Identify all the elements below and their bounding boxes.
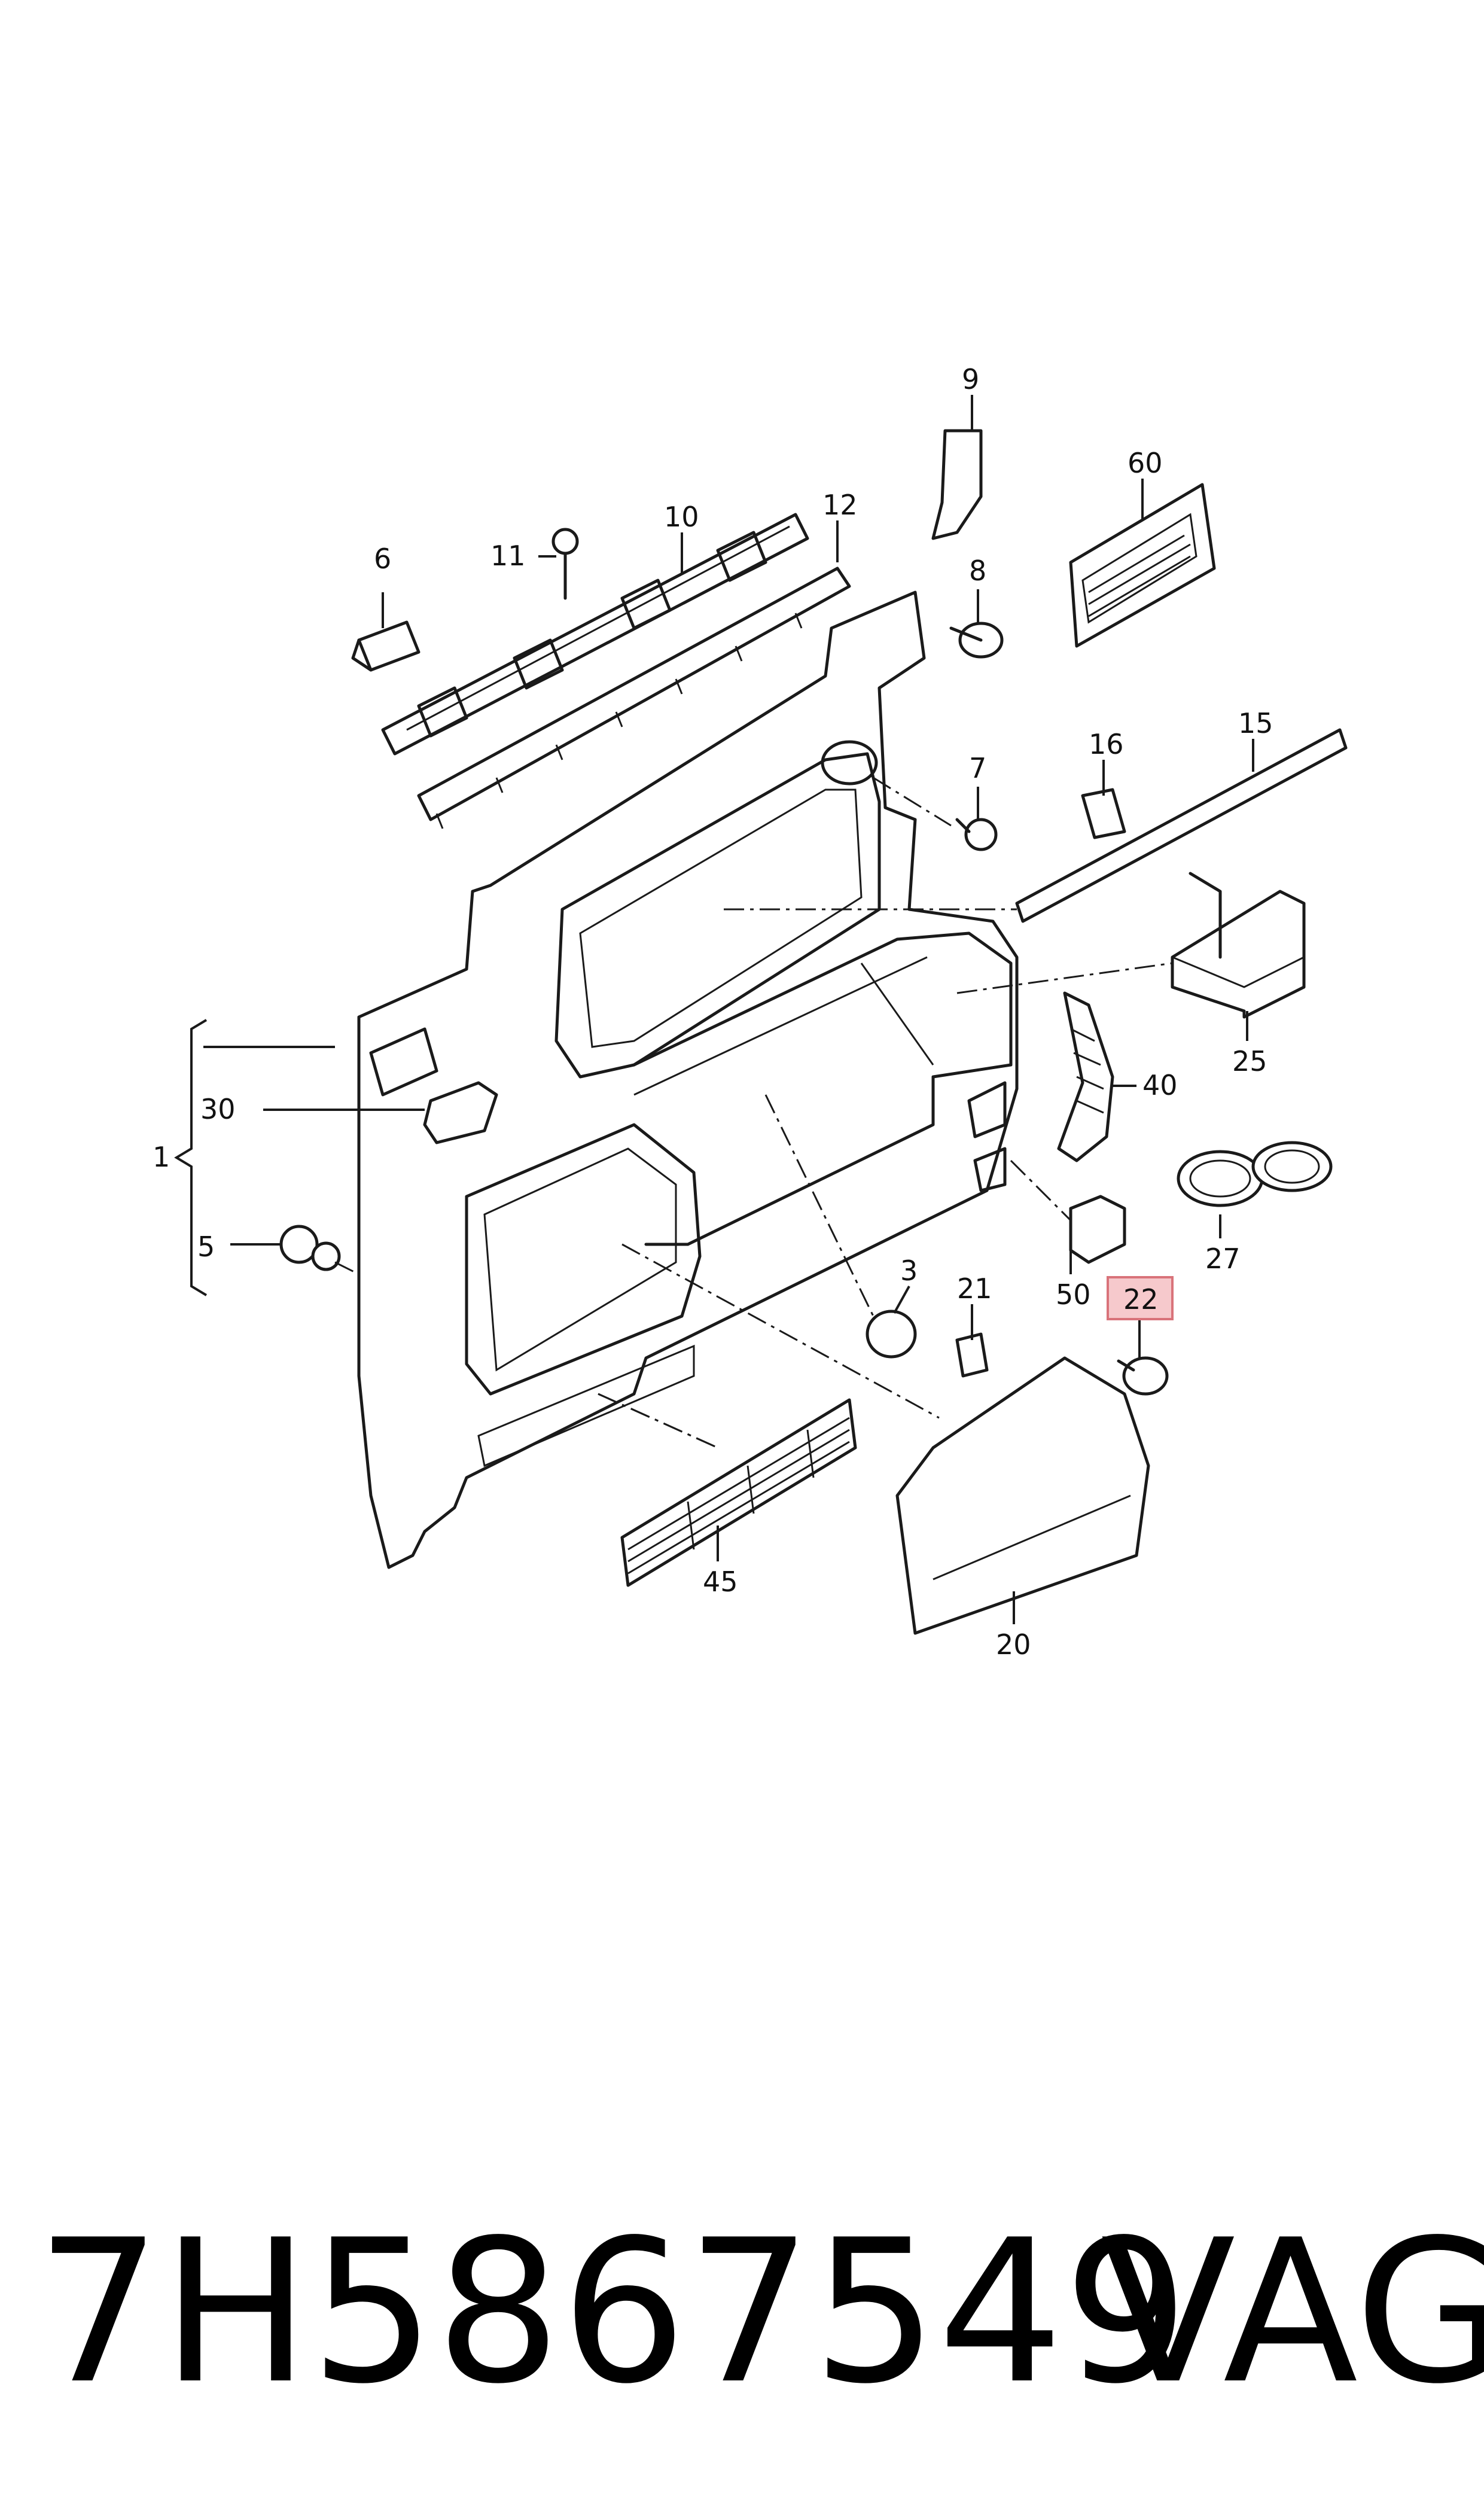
callout-7[interactable]: 7: [969, 752, 986, 784]
part-60-grille: [1069, 483, 1216, 648]
part-50-bracket: [1069, 1195, 1126, 1264]
part-7-bolt: [955, 818, 998, 851]
part-22-plug: [1117, 1356, 1169, 1396]
callout-6[interactable]: 6: [374, 543, 391, 575]
brand-name: VAG: [1101, 2197, 1484, 2427]
callout-10[interactable]: 10: [664, 501, 699, 533]
part-5-fastener: [279, 1225, 341, 1271]
callout-15[interactable]: 15: [1238, 707, 1273, 739]
callout-60[interactable]: 60: [1128, 447, 1163, 479]
part-9-pillar-trim: [931, 429, 983, 540]
callout-40[interactable]: 40: [1142, 1069, 1178, 1101]
callout-11[interactable]: 11: [490, 540, 526, 572]
part-3-cap: [866, 1310, 917, 1359]
side-trim-panel: [357, 590, 1019, 1569]
callout-22[interactable]: 22: [1123, 1283, 1159, 1316]
callout-1[interactable]: 1: [153, 1141, 170, 1173]
leader-lines: [203, 395, 1254, 1624]
part-45-vent: [620, 1398, 857, 1587]
part-12-strip: [417, 567, 851, 829]
part-10-bracket: [381, 513, 809, 756]
part-30-pad: [423, 1081, 498, 1144]
part-21-clip: [955, 1332, 989, 1378]
callout-9[interactable]: 9: [962, 363, 979, 395]
part-20-cover: [895, 1356, 1150, 1635]
highlight-box-22: [1107, 1276, 1174, 1320]
callout-16[interactable]: 16: [1089, 728, 1124, 760]
part-27-gasket: [1177, 1141, 1333, 1207]
callout-labels: 1 3 5 6 7 8 9 10 11 12 15 16 20 21 22 25…: [153, 363, 1273, 1661]
callout-21[interactable]: 21: [957, 1272, 992, 1305]
part-number: 7H5867549: [36, 2197, 1189, 2427]
part-15-strip: [1015, 728, 1348, 923]
callout-5[interactable]: 5: [197, 1231, 215, 1263]
part-25-box: [1171, 872, 1306, 1019]
part-11-screw: [551, 528, 579, 600]
part-16-clip: [1081, 788, 1126, 839]
callout-3[interactable]: 3: [900, 1255, 918, 1287]
assembly-lines: [334, 777, 1173, 1449]
callout-30[interactable]: 30: [200, 1093, 236, 1125]
callout-20[interactable]: 20: [996, 1628, 1031, 1661]
part-6-clip: [351, 620, 420, 672]
callout-12[interactable]: 12: [822, 489, 858, 521]
callout-25[interactable]: 25: [1232, 1045, 1267, 1077]
part-8-push-clip: [949, 622, 1004, 659]
callout-8[interactable]: 8: [969, 555, 986, 587]
callout-50[interactable]: 50: [1056, 1278, 1091, 1311]
callout-45[interactable]: 45: [703, 1566, 738, 1598]
group-1-bracket: [174, 1019, 208, 1296]
callout-27[interactable]: 27: [1205, 1243, 1241, 1275]
part-40-duct: [1057, 991, 1114, 1162]
